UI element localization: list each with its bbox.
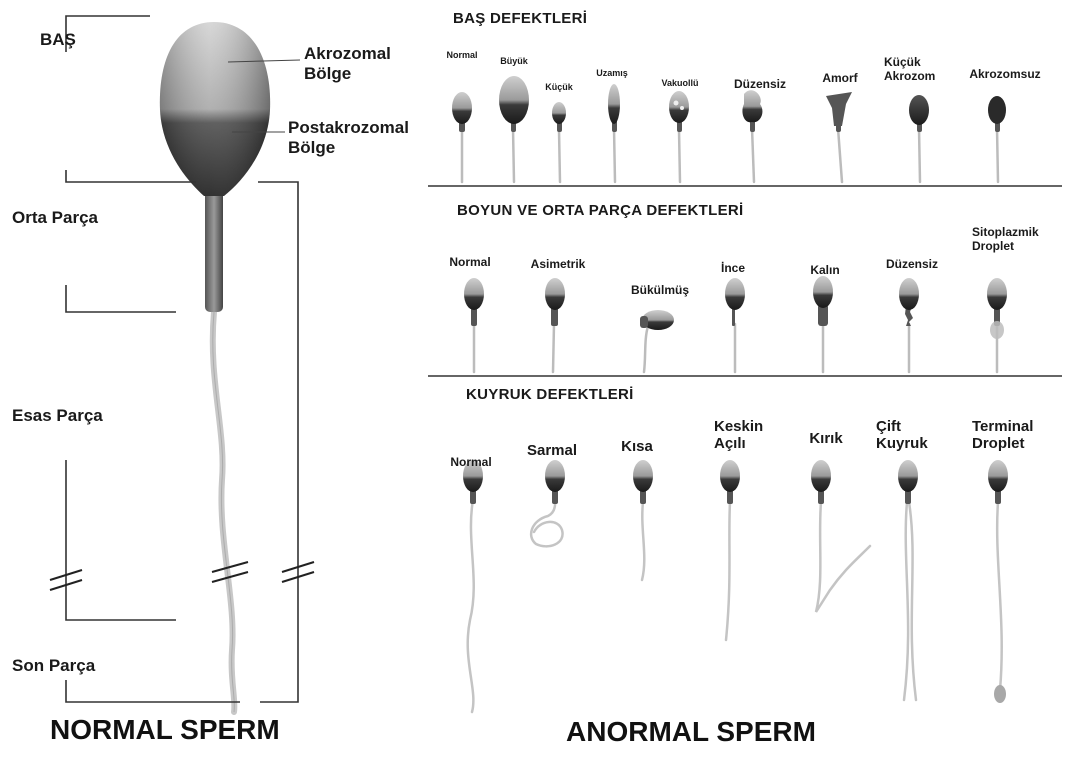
head-defect-label: Amorf — [822, 72, 857, 86]
head-small — [552, 102, 566, 124]
midpiece-defect-label: Normal — [449, 256, 490, 270]
head-elongated — [608, 84, 620, 124]
tail-defect-label: Keskin Açılı — [714, 418, 766, 453]
head-defect-label: Normal — [446, 50, 477, 60]
head-amorphous — [826, 92, 852, 126]
right-bracket — [258, 182, 298, 702]
head-defect-label: Büyük — [500, 56, 528, 66]
head-no-acrosome — [988, 96, 1006, 124]
label-midpiece: Orta Parça — [12, 208, 98, 228]
head-large — [499, 76, 529, 124]
tail-defect-label: Sarmal — [527, 442, 577, 459]
head-vacuolated — [669, 91, 689, 123]
head-defect-label: Uzamış — [596, 68, 628, 78]
normal-sperm-midpiece — [205, 190, 223, 312]
tail-defects-row — [463, 460, 1008, 712]
midpiece-defect-label: İnce — [721, 262, 745, 276]
tail-defect-label: Kısa — [621, 438, 653, 455]
abnormal-sperm-title: ANORMAL SPERM — [566, 716, 816, 748]
midpiece-defect-label: Bükülmüş — [631, 284, 689, 298]
head-defect-label: Küçük — [545, 82, 573, 92]
tail-defect-label: Terminal Droplet — [972, 418, 1052, 453]
label-acrosomal-region: Akrozomal Bölge — [304, 44, 424, 83]
label-head: BAŞ — [40, 30, 76, 50]
normal-sperm-illustration — [160, 22, 270, 712]
midpiece-defect-label: Düzensiz — [886, 258, 938, 272]
label-principal-piece: Esas Parça — [12, 406, 103, 426]
head-small-acrosome — [909, 95, 929, 125]
midpiece-defect-label: Sitoplazmik Droplet — [972, 226, 1052, 254]
tail-defect-label: Kırık — [809, 430, 842, 447]
normal-sperm-tail — [213, 312, 235, 712]
head-defect-label: Küçük Akrozom — [884, 56, 958, 84]
section-midpiece-defects-title: BOYUN VE ORTA PARÇA DEFEKTLERİ — [457, 202, 744, 219]
tail-defect-label: Çift Kuyruk — [876, 418, 946, 453]
midpiece-defect-label: Asimetrik — [531, 258, 586, 272]
head-defect-label: Akrozomsuz — [969, 68, 1040, 82]
section-tail-defects-title: KUYRUK DEFEKTLERİ — [466, 386, 634, 403]
head-defect-label: Vakuollü — [661, 78, 698, 88]
normal-sperm-title: NORMAL SPERM — [50, 714, 280, 746]
head-defect-label: Düzensiz — [734, 78, 786, 92]
tail-defect-label: Normal — [450, 456, 491, 470]
label-postacrosomal-region: Postakrozomal Bölge — [288, 118, 418, 157]
head-irregular — [742, 90, 762, 122]
head-defects-row — [462, 128, 998, 182]
label-end-piece: Son Parça — [12, 656, 95, 676]
head-normal — [452, 92, 472, 124]
midpiece-defect-label: Kalın — [810, 264, 839, 278]
midpiece-defects-row — [464, 276, 1007, 372]
section-head-defects-title: BAŞ DEFEKTLERİ — [453, 10, 587, 27]
